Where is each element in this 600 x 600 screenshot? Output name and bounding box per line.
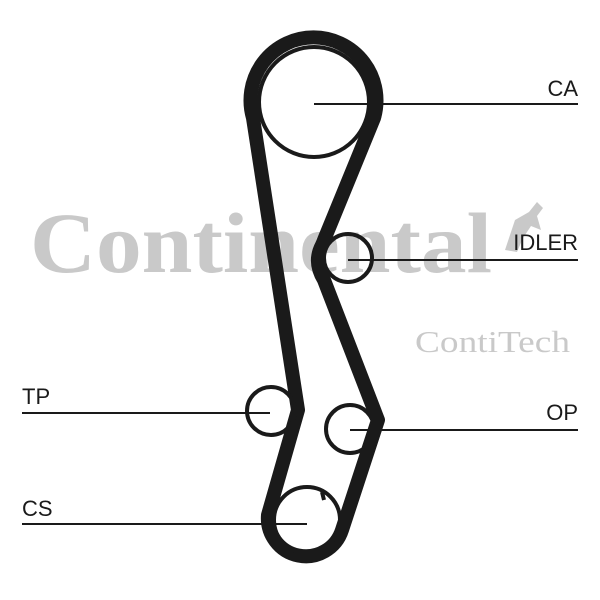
- camshaft-pulley: [257, 45, 371, 159]
- label-ca: CA: [547, 76, 578, 101]
- contitech-logo-text: ContiTech: [415, 324, 571, 359]
- timing-mark: [320, 491, 326, 501]
- label-op: OP: [546, 400, 578, 425]
- timing-belt: [243, 30, 385, 564]
- tensioner-pulley: [245, 385, 297, 437]
- label-idler: IDLER: [513, 230, 578, 255]
- crankshaft-pulley: [272, 485, 342, 555]
- idler-pulley: [322, 232, 374, 284]
- label-tp: TP: [22, 384, 50, 409]
- label-cs: CS: [22, 496, 53, 521]
- horse-logo-icon: [505, 202, 543, 252]
